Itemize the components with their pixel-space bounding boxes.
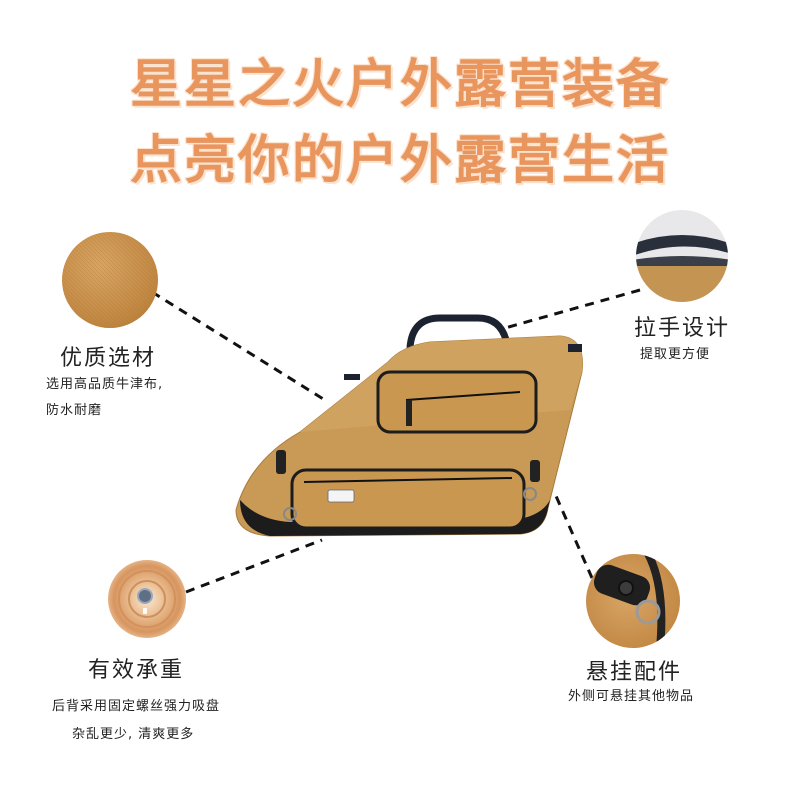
feature-desc-accessory: 外侧可悬挂其他物品 [568, 689, 695, 704]
feature-desc-load-1: 后背采用固定螺丝强力吸盘 [52, 699, 221, 714]
fabric-detail-image [62, 232, 158, 328]
feature-title-material: 优质选材 [60, 346, 157, 371]
feature-desc-load-2: 杂乱更少, 清爽更多 [72, 727, 195, 742]
bag-lower-pocket [290, 468, 526, 530]
hook-accessory-image [586, 554, 680, 648]
headline-line-2: 点亮你的户外露营生活 [129, 131, 670, 191]
bag-lower-zipper [303, 477, 513, 483]
feature-title-handle: 拉手设计 [634, 316, 731, 341]
bag-left-strap-loop [344, 374, 360, 380]
connector-material [151, 290, 329, 404]
bag-logo-tag [327, 489, 355, 503]
bag-right-ring [523, 487, 537, 501]
bag-handle-strap [406, 314, 510, 349]
bag-upper-zip-pull [406, 400, 412, 426]
feature-desc-material-2: 防水耐磨 [46, 403, 103, 418]
bag-upper-pocket [376, 370, 538, 434]
feature-title-accessory: 悬挂配件 [586, 660, 683, 685]
bag-left-clip [276, 450, 286, 474]
feature-desc-material-1: 选用高品质牛津布, [46, 377, 164, 392]
headline-line-1: 星星之火户外露营装备 [129, 55, 670, 115]
hook-accessory-icon [593, 554, 666, 648]
connector-handle [497, 288, 641, 332]
suction-cup-icon [118, 570, 176, 628]
bag-right-strap-loop [568, 344, 582, 352]
bag-right-clip [530, 460, 540, 482]
handle-strap-icon [636, 235, 728, 302]
feature-desc-handle: 提取更方便 [640, 347, 711, 362]
bag-upper-zipper [405, 391, 521, 401]
suction-cup-image [108, 560, 186, 638]
connector-load [185, 538, 323, 594]
bag-left-ring [283, 507, 297, 521]
feature-title-load: 有效承重 [88, 658, 185, 683]
fabric-texture [62, 232, 158, 328]
handle-detail-image [636, 210, 728, 302]
